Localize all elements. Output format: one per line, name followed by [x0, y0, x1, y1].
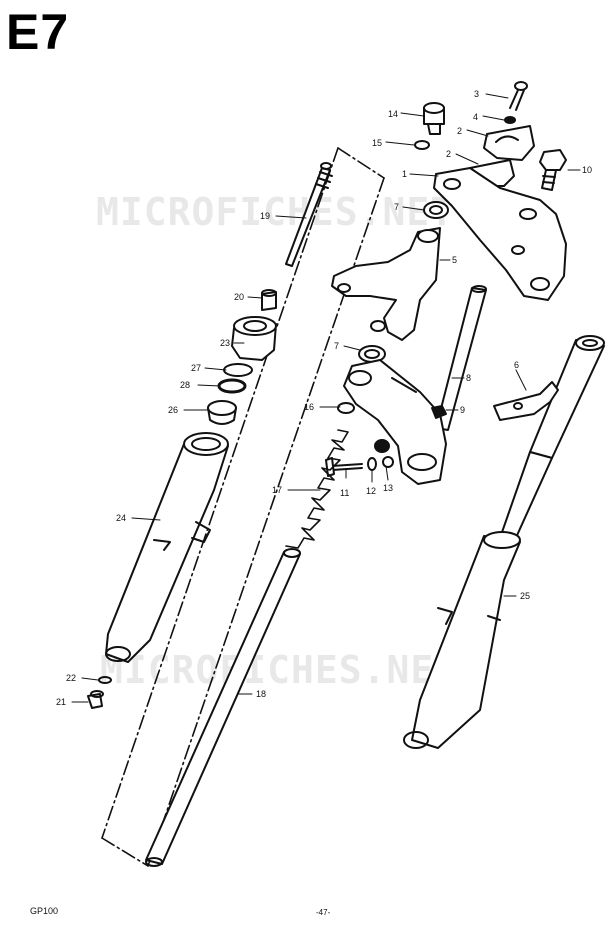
nut-part-9 [431, 405, 447, 419]
callout-8: 8 [466, 373, 471, 383]
callout-25: 25 [520, 591, 530, 601]
spring-seat-part-20 [261, 289, 277, 311]
dust-seal-part-7-upper [423, 201, 449, 219]
page-number: -47- [316, 908, 331, 917]
bolt-part-10 [539, 149, 567, 191]
lower-bracket [343, 359, 447, 485]
outer-tube-part-24 [105, 432, 229, 663]
steering-bracket-part-5 [331, 227, 441, 341]
washer-part-15 [414, 140, 430, 150]
oil-seal-part-16 [337, 402, 355, 414]
washer-part-22 [98, 676, 112, 684]
callout-18: 18 [256, 689, 266, 699]
washer-part-4 [504, 116, 516, 124]
bolt-part-3 [509, 81, 528, 111]
callout-6: 6 [514, 360, 519, 370]
callout-3: 3 [474, 89, 479, 99]
watermark-top: MICROFICHES.NET [96, 190, 455, 234]
callout-10: 10 [582, 165, 592, 175]
assembly-boundary [101, 147, 385, 867]
callout-2a: 2 [457, 126, 462, 136]
callout-24: 24 [116, 513, 126, 523]
callout-9: 9 [460, 405, 465, 415]
callout-1: 1 [402, 169, 407, 179]
callout-20: 20 [234, 292, 244, 302]
inner-tube-part-18 [145, 548, 301, 867]
callout-15: 15 [372, 138, 382, 148]
fork-assembly-part-25 [403, 335, 605, 749]
fork-spring-part-17 [285, 429, 349, 549]
callout-7b: 7 [334, 341, 339, 351]
fork-cap-part-23 [231, 316, 277, 361]
upper-bracket-part-1 [433, 167, 567, 301]
washer-part-12 [367, 457, 377, 471]
callout-2b: 2 [446, 149, 451, 159]
model-label: GP100 [30, 906, 59, 916]
callout-7a: 7 [394, 202, 399, 212]
callout-16: 16 [304, 402, 314, 412]
bushing-part-26 [207, 400, 237, 425]
callout-14: 14 [388, 109, 398, 119]
callout-labels: 3 4 2 14 15 2 1 10 7 5 19 20 23 27 28 26… [56, 89, 592, 707]
callout-19: 19 [260, 211, 270, 221]
bracket-part-6 [493, 381, 559, 421]
nut-part-13 [374, 439, 394, 468]
ring-part-28 [217, 378, 247, 394]
callout-23: 23 [220, 338, 230, 348]
callout-11: 11 [340, 488, 349, 498]
callout-13: 13 [383, 483, 393, 493]
callout-17: 17 [272, 485, 282, 495]
steering-stem-part-8 [435, 285, 487, 431]
leader-lines [71, 93, 581, 703]
callout-4: 4 [473, 112, 478, 122]
callout-28: 28 [180, 380, 190, 390]
cap-nut-part-14 [423, 102, 445, 135]
drain-bolt-part-21 [87, 690, 104, 709]
callout-21: 21 [56, 697, 66, 707]
callout-12: 12 [366, 486, 376, 496]
pinch-bolt-part-11 [325, 457, 363, 477]
callout-22: 22 [66, 673, 76, 683]
ring-part-27 [223, 363, 253, 377]
damper-rod-part-19 [285, 162, 333, 267]
section-code: E7 [6, 4, 70, 60]
callout-26: 26 [168, 405, 178, 415]
callout-27: 27 [191, 363, 201, 373]
callout-5: 5 [452, 255, 457, 265]
